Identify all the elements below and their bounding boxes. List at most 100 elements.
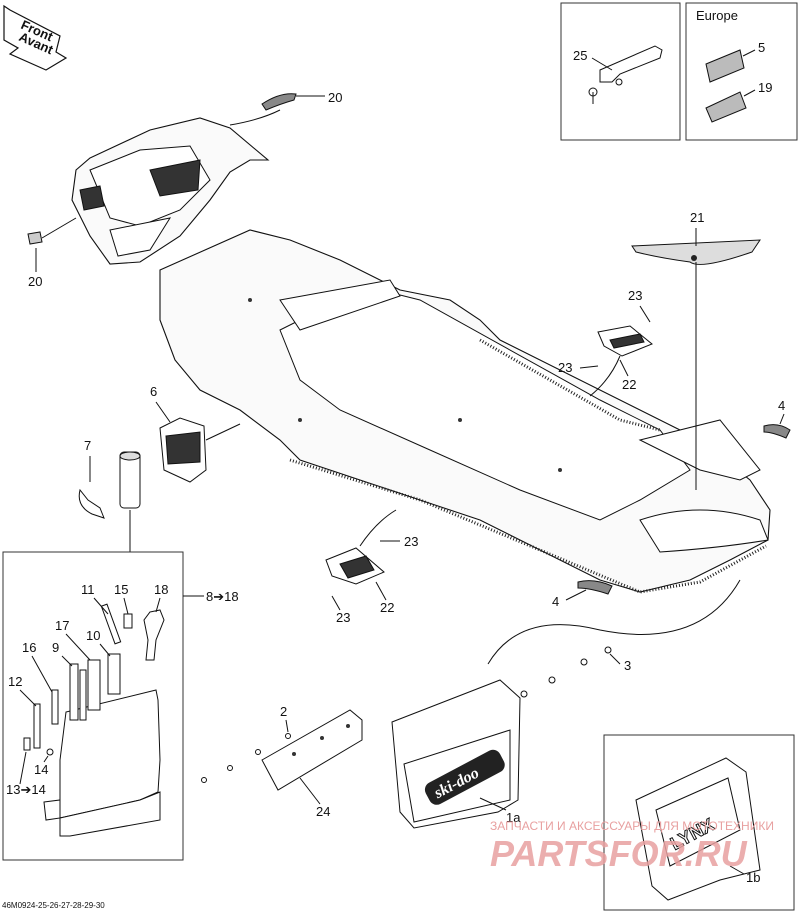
callout-23-b: 23 [558, 360, 572, 375]
leader-17 [65, 633, 91, 661]
callout-3: 3 [624, 658, 631, 673]
trim-part-20-top [261, 93, 297, 111]
tool-pin-14 [46, 748, 54, 756]
leader-12 [19, 689, 37, 707]
leader-10 [99, 643, 111, 657]
tool-fuse-13 [23, 737, 31, 751]
leader-18 [155, 597, 161, 613]
tool-socket-10 [107, 653, 121, 695]
leader-13-14 [19, 751, 27, 785]
watermark-subtitle: ЗАПЧАСТИ И АКСЕССУАРЫ ДЛЯ МОТОТЕХНИКИ [490, 819, 774, 833]
callout-19: 19 [758, 80, 772, 95]
leader-23-b [579, 365, 599, 369]
callout-4-a: 4 [778, 398, 785, 413]
leader-4-a [779, 413, 785, 425]
callout-8-18: 8➔18 [206, 589, 239, 604]
tool-bit-16 [51, 689, 59, 725]
callout-25: 25 [573, 48, 587, 63]
footrest-part-22-upper [597, 325, 653, 357]
snowflap-part-1a: ski-doo [391, 679, 521, 829]
tool-screwdriver-12 [33, 703, 41, 749]
inset-europe-box [685, 2, 798, 141]
reflector-part-5 [705, 49, 745, 83]
leader-14 [43, 755, 49, 763]
leader-1a [479, 797, 507, 811]
callout-23-d: 23 [336, 610, 350, 625]
callout-18: 18 [154, 582, 168, 597]
leader-20-top-to-hood [229, 109, 281, 126]
figure-code: 46M0924-25-26-27-28-29-30 [2, 901, 105, 910]
europe-label: Europe [696, 8, 738, 23]
tool-kit-box [2, 551, 184, 861]
leader-15 [123, 597, 129, 615]
leader-22-b [375, 581, 387, 601]
tool-pouch [43, 689, 161, 837]
leader-22-a-frame [589, 355, 621, 397]
chassis-frame [159, 229, 771, 594]
callout-2: 2 [280, 704, 287, 719]
callout-22-a: 22 [622, 377, 636, 392]
callout-12: 12 [8, 674, 22, 689]
inset-bracket-box [560, 2, 681, 141]
callout-21: 21 [690, 210, 704, 225]
leader-9 [61, 655, 73, 667]
cap-part-4-lower [577, 580, 613, 595]
callout-7: 7 [84, 438, 91, 453]
snowflap-part-1b: LYNX [635, 757, 761, 901]
trim-part-20-left [27, 231, 43, 245]
callout-20-top: 20 [328, 90, 342, 105]
leader-22-a [619, 359, 629, 377]
leader-1b [729, 865, 745, 875]
leader-23-a [639, 305, 651, 323]
tool-tube-17 [87, 659, 101, 711]
leader-6 [155, 401, 171, 423]
callout-22-b: 22 [380, 600, 394, 615]
front-direction-arrow: Front Avant [3, 4, 68, 71]
callout-5: 5 [758, 40, 765, 55]
leader-11 [93, 597, 109, 615]
callout-15: 15 [114, 582, 128, 597]
callout-23-a: 23 [628, 288, 642, 303]
leader-19 [743, 89, 756, 97]
leader-3 [609, 653, 621, 665]
leader-2 [285, 719, 289, 733]
leader-5 [742, 49, 756, 57]
callout-24: 24 [316, 804, 330, 819]
leader-16 [31, 655, 53, 693]
watermark-logo: PARTSFOR.RU [490, 833, 748, 874]
leader-6-frame [205, 423, 241, 441]
leader-4-b [565, 589, 587, 601]
leader-20-left-to-hood [41, 217, 77, 239]
cap-part-4-right [763, 424, 791, 439]
callout-14: 14 [34, 762, 48, 777]
bag-part-6 [159, 417, 207, 483]
tool-wrench-11 [100, 603, 122, 645]
hardware-part-2 [201, 733, 291, 783]
hood-panel [71, 117, 270, 265]
tool-spanner-18 [143, 609, 165, 661]
callout-17: 17 [55, 618, 69, 633]
callout-1b: 1b [746, 870, 760, 885]
callout-6: 6 [150, 384, 157, 399]
leader-24 [299, 777, 321, 805]
callout-1a: 1a [506, 810, 521, 825]
callout-20-left: 20 [28, 274, 42, 289]
leader-25 [591, 57, 613, 71]
leader-23-d [331, 595, 341, 611]
hardware-part-3 [520, 646, 612, 698]
strap-part-7 [78, 488, 105, 519]
callout-13-14: 13➔14 [6, 782, 46, 797]
decal-part-21 [631, 239, 761, 265]
reinforcement-part-24 [261, 709, 363, 791]
callout-10: 10 [86, 628, 100, 643]
inset-1b-box [603, 734, 795, 911]
callout-4-b: 4 [552, 594, 559, 609]
callout-16: 16 [22, 640, 36, 655]
reflector-part-19 [705, 91, 747, 123]
leader-22-b-frame [359, 509, 397, 547]
callout-23-c: 23 [404, 534, 418, 549]
bracket-part-25 [588, 45, 663, 104]
leader-flap-to-frame [487, 579, 741, 665]
tool-clip-15 [123, 613, 133, 629]
